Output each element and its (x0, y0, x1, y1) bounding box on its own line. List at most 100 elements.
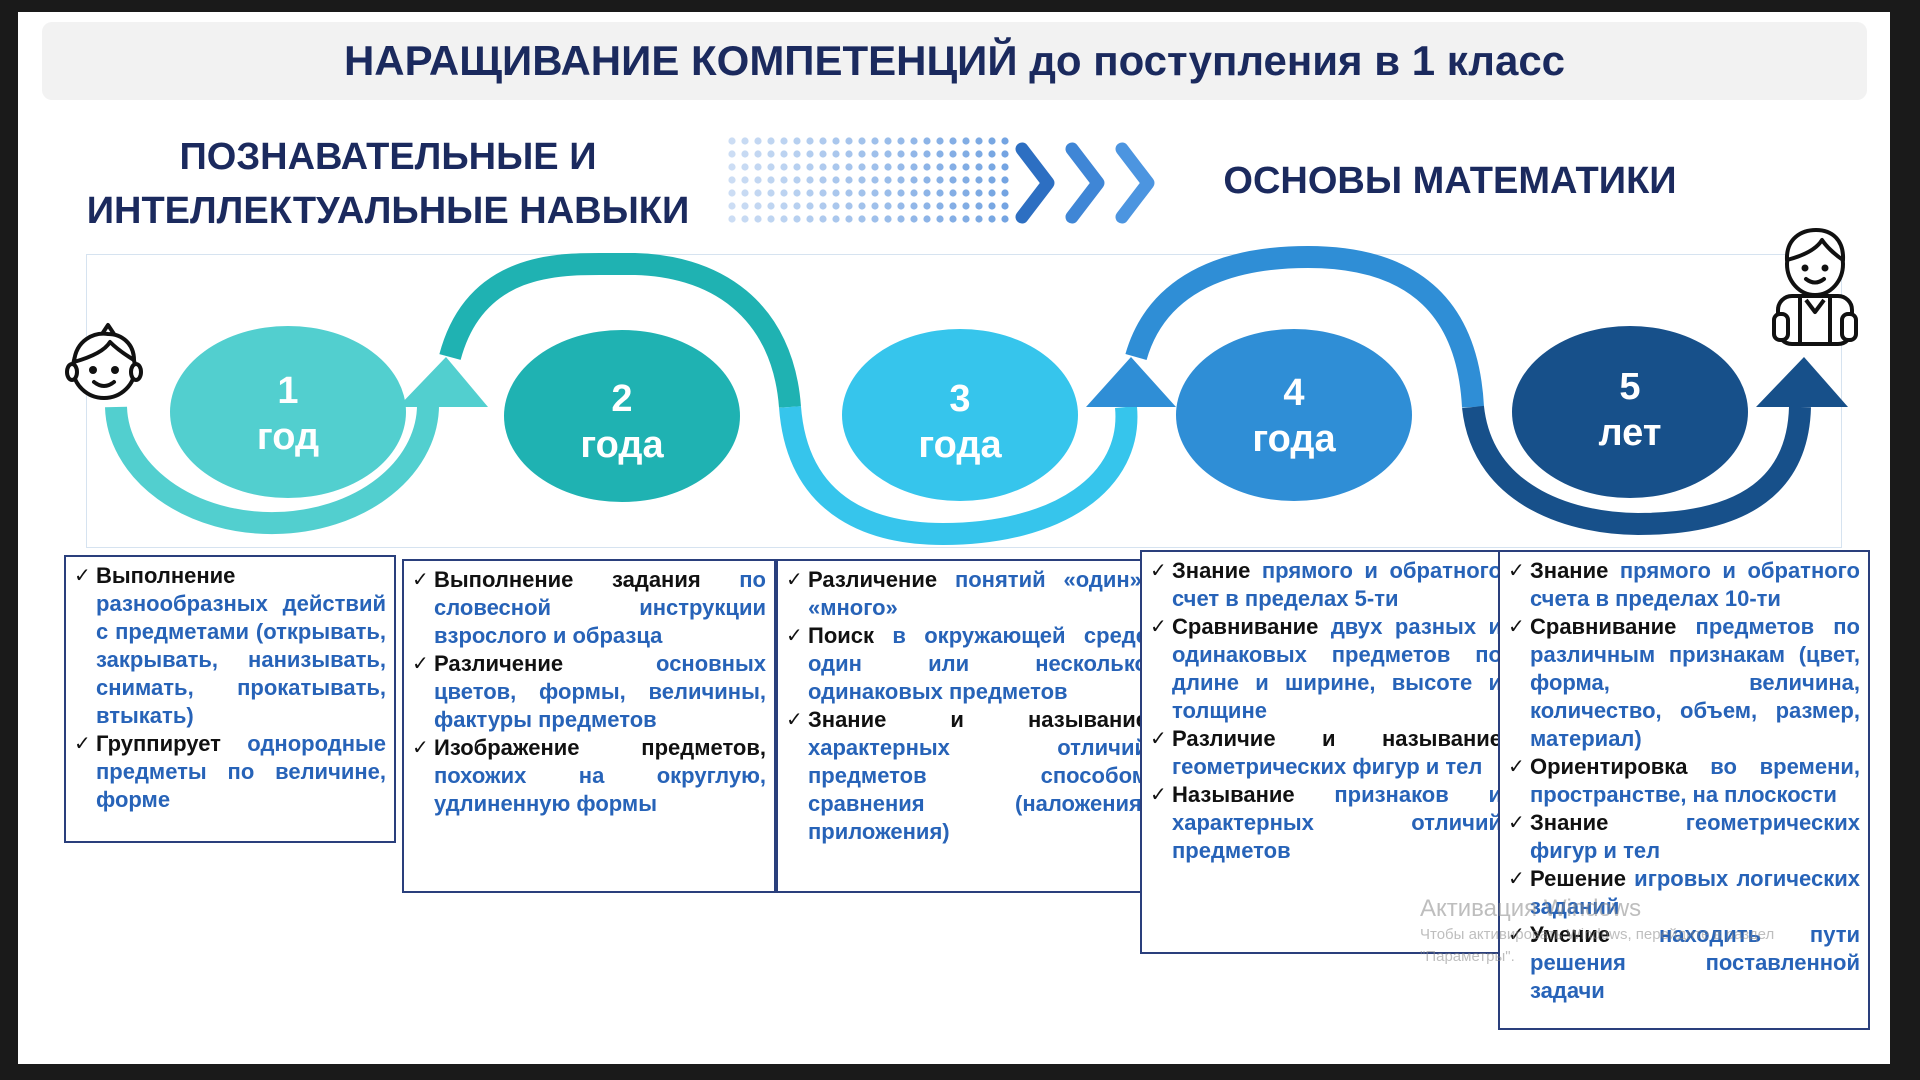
dot (793, 202, 801, 210)
dot (897, 163, 905, 171)
skill-description: игровых логических заданий (1530, 866, 1861, 919)
dot (819, 215, 827, 223)
dot (858, 176, 866, 184)
stage-4-oval (1176, 329, 1412, 501)
page-title: НАРАЩИВАНИЕ КОМПЕТЕНЦИЙ до поступления в… (343, 37, 1566, 84)
dot (767, 176, 775, 184)
skill-item: Выполнение задания по словесной инструкц… (408, 566, 766, 650)
skill-keyword: Называние (1172, 782, 1335, 807)
dot (767, 189, 775, 197)
stage-3-number: 3 (949, 378, 971, 420)
dot (754, 176, 762, 184)
dot (832, 189, 840, 197)
dot (897, 137, 905, 145)
skill-item: Ориентировка во времени, пространстве, н… (1504, 753, 1860, 809)
dot (975, 189, 983, 197)
dot (988, 137, 996, 145)
skill-item: Различение понятий «один», «много» (782, 566, 1148, 622)
dot (793, 137, 801, 145)
dot (923, 150, 931, 158)
dot (988, 215, 996, 223)
windows-activation-watermark: Активация Windows Чтобы активировать Win… (1420, 894, 1880, 968)
stage-flow-diagram (105, 245, 1848, 546)
skill-item: Знание геометрических фигур и тел (1504, 809, 1860, 865)
stage-3-unit: года (918, 424, 1002, 466)
stage-1-number: 1 (277, 370, 299, 412)
dot (936, 137, 944, 145)
dot (832, 163, 840, 171)
stage-5-connector (1462, 405, 1811, 536)
dot (845, 176, 853, 184)
dot (754, 150, 762, 158)
dot (767, 215, 775, 223)
skill-description: разнообразных действий с предметами (отк… (96, 591, 386, 728)
dot (728, 137, 736, 145)
stage-1-connector (105, 401, 440, 535)
dot (832, 202, 840, 210)
stage-4-connector (1125, 245, 1484, 408)
skill-item: Решение игровых логических заданий (1504, 865, 1860, 921)
dot (767, 150, 775, 158)
skill-description: геометрических фигур и тел (1530, 810, 1860, 863)
skills-list-1: Выполнение разнообразных действий с пред… (70, 562, 386, 814)
watermark-title: Активация Windows (1420, 895, 1642, 922)
dot (728, 215, 736, 223)
dot (949, 189, 957, 197)
left-subheading-line-2: ИНТЕЛЛЕКТУАЛЬНЫЕ НАВЫКИ (86, 190, 690, 232)
dot (845, 137, 853, 145)
skill-item: Сравнивание предметов по различным призн… (1504, 613, 1860, 753)
dot (897, 215, 905, 223)
skills-card-5: Знание прямого и обратного счета в преде… (1498, 550, 1870, 1030)
dot (884, 150, 892, 158)
dot (845, 163, 853, 171)
dot (975, 163, 983, 171)
skill-keyword: Изображение предметов, (434, 735, 766, 760)
dot (871, 163, 879, 171)
dot (858, 150, 866, 158)
skill-keyword: Знание и называние (808, 707, 1148, 732)
dot (962, 215, 970, 223)
dot (923, 176, 931, 184)
dot (728, 176, 736, 184)
dot (819, 176, 827, 184)
dot (936, 150, 944, 158)
skills-list-2: Выполнение задания по словесной инструкц… (408, 566, 766, 818)
dot (819, 202, 827, 210)
dot (806, 189, 814, 197)
dot (1001, 215, 1009, 223)
child-face-icon (65, 323, 143, 400)
dot (884, 176, 892, 184)
skill-item: Изображение предметов, похожих на округл… (408, 734, 766, 818)
stage-4-label: 4 года (1174, 370, 1414, 462)
dot (845, 189, 853, 197)
stage-5-arrow-head (1756, 357, 1848, 407)
skill-item: Знание прямого и обратного счета в преде… (1504, 557, 1860, 613)
skill-keyword: Выполнение (96, 563, 236, 588)
dot (975, 215, 983, 223)
dot (741, 215, 749, 223)
stage-3-connector (779, 405, 1138, 546)
dot (1001, 176, 1009, 184)
dot (910, 163, 918, 171)
stage-3-arrow-head (1086, 357, 1176, 407)
dot (923, 202, 931, 210)
skill-description: во времени, пространстве, на плоскости (1530, 754, 1860, 807)
dot (832, 176, 840, 184)
skill-item: Знание прямого и обратного счет в предел… (1146, 557, 1502, 613)
dot (1001, 150, 1009, 158)
skill-item: Группирует однородные предметы по величи… (70, 730, 386, 814)
dot (806, 202, 814, 210)
dot (871, 215, 879, 223)
dot (767, 163, 775, 171)
dot (793, 163, 801, 171)
dot (793, 176, 801, 184)
dot (936, 189, 944, 197)
skill-keyword: Различение (434, 651, 657, 676)
dot (858, 137, 866, 145)
skill-keyword: Поиск (808, 623, 893, 648)
skill-keyword: Выполнение задания (434, 567, 740, 592)
dot (949, 137, 957, 145)
dot (806, 137, 814, 145)
skills-list-4: Знание прямого и обратного счет в предел… (1146, 557, 1502, 865)
dot (780, 189, 788, 197)
